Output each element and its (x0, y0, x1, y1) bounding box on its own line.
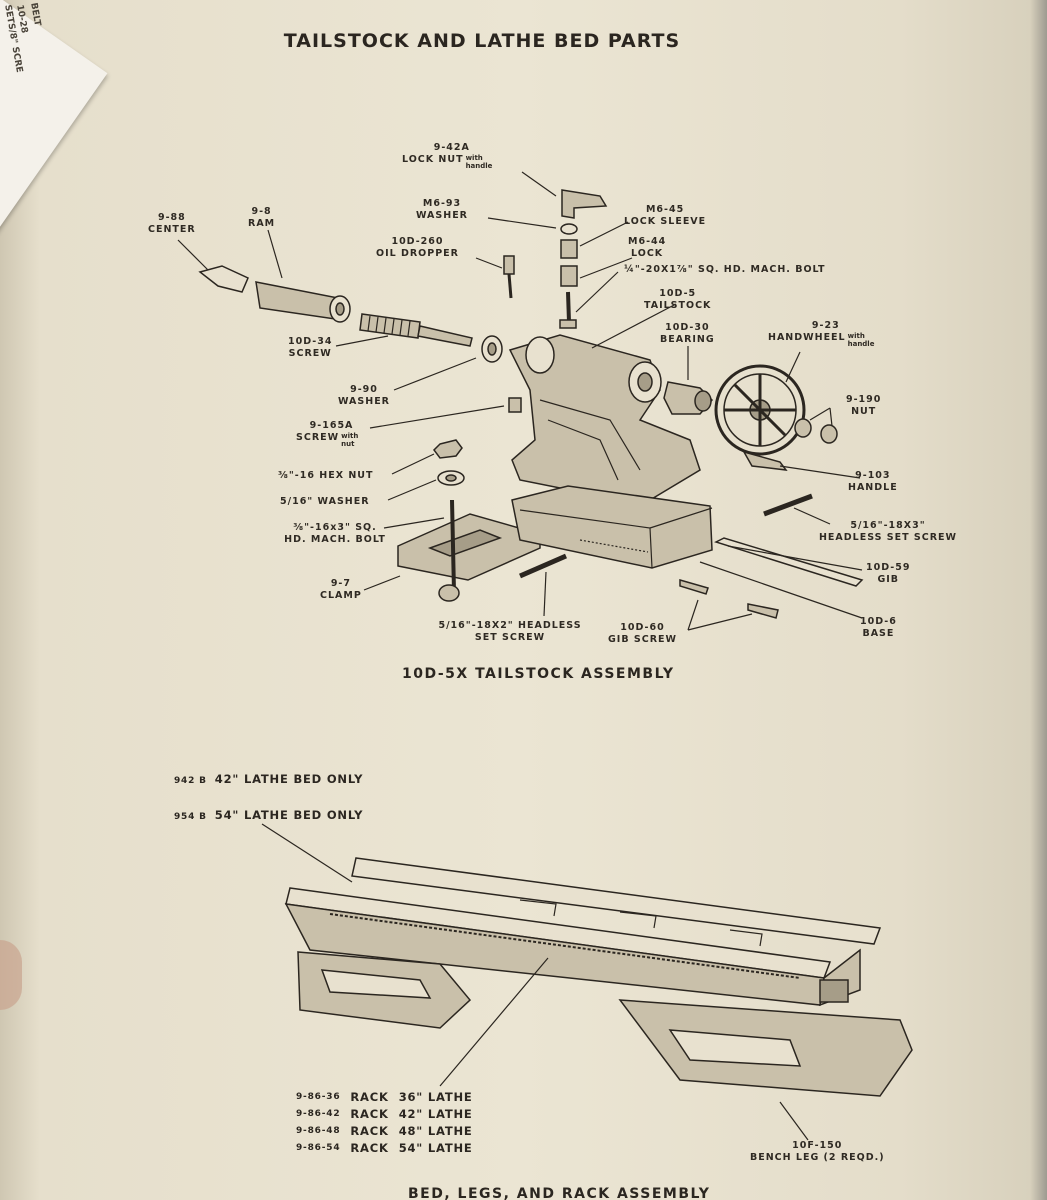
base-part (511, 485, 713, 569)
ram-part (255, 281, 351, 323)
headless-set-screw-1-part (763, 493, 813, 517)
label-headless-set-screw-1: 5/16"-18X3" HEADLESS SET SCREW (818, 520, 957, 543)
tailstock-assembly-caption: 10D-5X TAILSTOCK ASSEMBLY (402, 666, 675, 682)
label-washer-516: 5/16" WASHER (280, 496, 370, 507)
oil-dropper-part (503, 255, 515, 299)
label-mach-bolt: ¼"-20X1⅞" SQ. HD. MACH. BOLT (624, 264, 826, 275)
mach-bolt-part (559, 291, 577, 329)
lock-part (560, 265, 578, 287)
label-sq-hd-bolt: ⅜"-16x3" SQ. HD. MACH. BOLT (284, 522, 386, 545)
gib-part (714, 537, 864, 587)
gib-screw-part (679, 579, 779, 619)
page-title: TAILSTOCK AND LATHE BED PARTS (283, 30, 681, 52)
clamp-part (397, 499, 541, 602)
handwheel-part (714, 364, 806, 471)
bed-assembly-caption: BED, LEGS, AND RACK ASSEMBLY (408, 1186, 711, 1200)
center-part (198, 265, 249, 293)
label-hex-nut: ⅜"-16 HEX NUT (278, 470, 374, 481)
leader-lines (177, 171, 863, 631)
headless-set-screw-2-part (519, 553, 567, 579)
screw-10d34-part (359, 313, 473, 347)
washer-m6-part (560, 223, 578, 235)
nut-part (794, 418, 838, 444)
lathe-bed-drawing (284, 857, 913, 1097)
bearing-part (663, 381, 714, 415)
lock-sleeve-part (560, 239, 578, 259)
tailstock-part (508, 334, 701, 501)
label-headless-set-screw-2: 5/16"-18X2" HEADLESS SET SCREW (438, 620, 582, 643)
bed-leader-lines (261, 823, 809, 1141)
thumb-shadow (0, 940, 22, 1010)
hex-nut-part (433, 439, 463, 459)
lock-nut-part (561, 189, 608, 219)
screw-9165a-part (508, 397, 522, 413)
